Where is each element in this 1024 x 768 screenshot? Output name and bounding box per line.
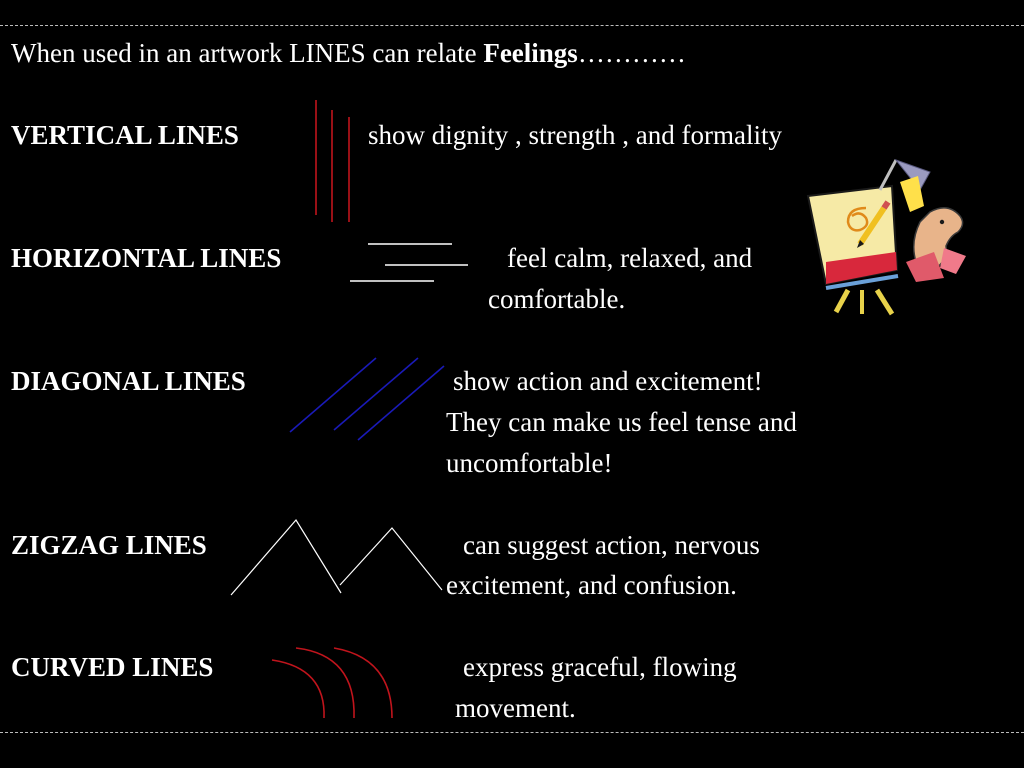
vertical-lines-example [315, 100, 350, 222]
diagonal-description-3: uncomfortable! [446, 448, 613, 478]
vertical-description: show dignity , strength , and formality [368, 120, 782, 150]
zigzag-lines-example [230, 518, 443, 596]
intro-line: When used in an artwork LINES can relate… [11, 37, 686, 69]
horizontal-lines-example [350, 243, 468, 282]
curved-heading: CURVED LINES [11, 652, 214, 682]
top-divider [0, 25, 1024, 26]
zigzag-description-2: excitement, and confusion. [446, 570, 737, 600]
artist-easel-icon [806, 158, 966, 316]
diagonal-heading: DIAGONAL LINES [11, 366, 246, 396]
zigzag-heading: ZIGZAG LINES [11, 530, 207, 560]
vertical-heading: VERTICAL LINES [11, 120, 239, 150]
intro-ellipsis: ………… [577, 38, 686, 68]
curved-description-2: movement. [455, 693, 576, 723]
diagonal-description-2: They can make us feel tense and [446, 407, 797, 437]
intro-emphasis: Feelings [483, 38, 578, 68]
horizontal-description-1: feel calm, relaxed, and [507, 243, 753, 273]
zigzag-description-1: can suggest action, nervous [463, 530, 760, 560]
diagonal-lines-example [289, 357, 445, 441]
diagonal-description-1: show action and excitement! [453, 366, 763, 396]
curved-lines-example [271, 647, 393, 719]
curved-description-1: express graceful, flowing [463, 652, 737, 682]
horizontal-heading: HORIZONTAL LINES [11, 243, 282, 273]
bottom-divider [0, 732, 1024, 733]
horizontal-description-2: comfortable. [488, 284, 626, 314]
intro-text: When used in an artwork LINES can relate [11, 38, 484, 68]
